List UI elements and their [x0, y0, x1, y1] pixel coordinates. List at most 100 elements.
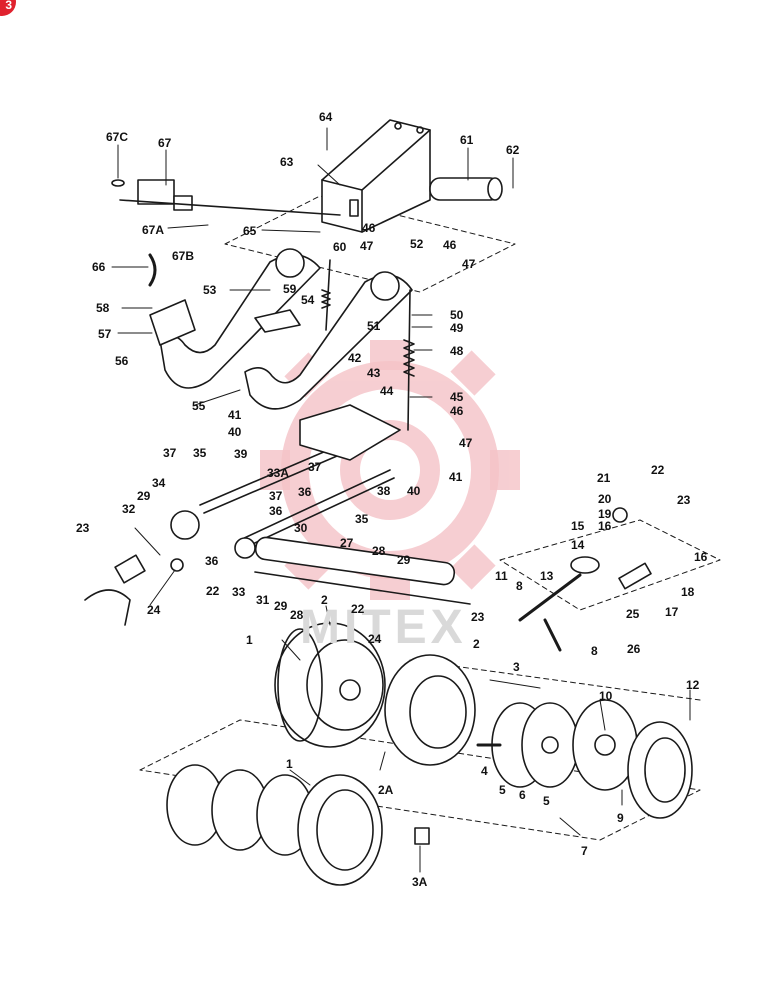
callout-22-right: 22	[651, 463, 665, 477]
callout-39: 39	[234, 447, 248, 461]
callout-46-right: 46	[443, 238, 457, 252]
callout-36-left: 36	[205, 554, 219, 568]
callout-28-right: 28	[372, 544, 386, 558]
callout-8-bottom: 8	[591, 644, 598, 658]
callout-65: 65	[243, 224, 257, 238]
callout-2-right: 2	[473, 637, 480, 651]
callout-51: 51	[367, 319, 381, 333]
callout-35-upper: 35	[193, 446, 207, 460]
callout-11: 11	[495, 569, 508, 583]
callout-1-top: 1	[246, 633, 253, 647]
callout-5-left: 5	[499, 783, 506, 797]
callout-44: 44	[380, 384, 394, 398]
brake-cross-shaft	[254, 536, 471, 605]
callout-28-center: 28	[290, 608, 304, 622]
pedal-shaft	[429, 177, 503, 201]
callout-16-right: 16	[694, 550, 708, 564]
left-end-assembly	[84, 554, 184, 626]
callout-59: 59	[283, 282, 297, 296]
brake-pedal-arms	[159, 248, 413, 410]
callout-13: 13	[540, 569, 554, 583]
callout-22-center: 22	[351, 602, 365, 616]
callout-41-left: 41	[228, 408, 242, 422]
adjuster-rods	[321, 259, 415, 431]
callout-60: 60	[333, 240, 347, 254]
callout-4: 4	[481, 764, 488, 778]
callout-23-left: 23	[76, 521, 90, 535]
callout-62: 62	[506, 143, 520, 157]
callout-23-center: 23	[471, 610, 485, 624]
callout-35-lower: 35	[355, 512, 369, 526]
callout-54: 54	[301, 293, 315, 307]
callout-6: 6	[519, 788, 526, 802]
callout-46-top: 46	[362, 221, 376, 235]
callout-12: 12	[686, 678, 700, 692]
callout-20: 20	[598, 492, 612, 506]
callout-57: 57	[98, 327, 112, 341]
callout-64: 64	[319, 110, 333, 124]
callout-27: 27	[340, 536, 354, 550]
callout-17: 17	[665, 605, 679, 619]
callout-2A: 2A	[378, 783, 394, 797]
cross-shafts	[170, 404, 401, 559]
callout-5-right: 5	[543, 794, 550, 808]
callout-24-left: 24	[147, 603, 161, 617]
callout-2-top: 2	[321, 593, 328, 607]
callout-15: 15	[571, 519, 585, 533]
pedal-pad	[149, 299, 301, 346]
lower-brake-discs	[166, 764, 430, 886]
callout-40-left: 40	[228, 425, 242, 439]
callout-10: 10	[599, 689, 613, 703]
callout-47-mid: 47	[459, 436, 473, 450]
callout-25: 25	[626, 607, 640, 621]
actuator-plate	[572, 699, 693, 819]
callout-45: 45	[450, 390, 464, 404]
callout-3A: 3A	[412, 875, 428, 889]
callout-31: 31	[256, 593, 270, 607]
callout-58: 58	[96, 301, 110, 315]
callout-40-right: 40	[407, 484, 421, 498]
callout-21: 21	[597, 471, 611, 485]
callout-55: 55	[192, 399, 206, 413]
callout-67B: 67B	[172, 249, 195, 263]
callout-29-center: 29	[274, 599, 288, 613]
callout-49: 49	[450, 321, 464, 335]
callout-56: 56	[115, 354, 129, 368]
callout-18: 18	[681, 585, 695, 599]
callout-3: 3	[513, 660, 520, 674]
pedal-bracket	[321, 119, 431, 233]
return-spring	[148, 253, 157, 287]
leader-lines	[111, 127, 691, 873]
callout-47-top: 47	[360, 239, 374, 253]
callout-41-right: 41	[449, 470, 463, 484]
callout-23-right: 23	[677, 493, 691, 507]
callout-26: 26	[627, 642, 641, 656]
brake-switch	[111, 179, 341, 216]
callout-67A: 67A	[142, 223, 165, 237]
brake-cover	[384, 654, 476, 766]
callout-66: 66	[92, 260, 106, 274]
right-linkage	[518, 507, 652, 652]
callout-34: 34	[152, 476, 166, 490]
callout-38: 38	[377, 484, 391, 498]
watermark-text: MITEX	[300, 601, 467, 654]
callout-37-mid: 37	[308, 460, 322, 474]
callout-37-left: 37	[163, 446, 177, 460]
brake-discs	[476, 702, 579, 788]
callout-33A: 33A	[267, 466, 290, 480]
callout-61: 61	[460, 133, 474, 147]
callout-48: 48	[450, 344, 464, 358]
callout-33: 33	[232, 585, 246, 599]
callout-52: 52	[410, 237, 424, 251]
callout-37-lower: 37	[269, 489, 283, 503]
callout-53: 53	[203, 283, 217, 297]
callout-32: 32	[122, 502, 136, 516]
callout-67: 67	[158, 136, 172, 150]
callout-36-lower: 36	[269, 504, 283, 518]
callout-30: 30	[294, 521, 308, 535]
callout-24-center: 24	[368, 632, 382, 646]
callout-9: 9	[617, 811, 624, 825]
callout-63: 63	[280, 155, 294, 169]
